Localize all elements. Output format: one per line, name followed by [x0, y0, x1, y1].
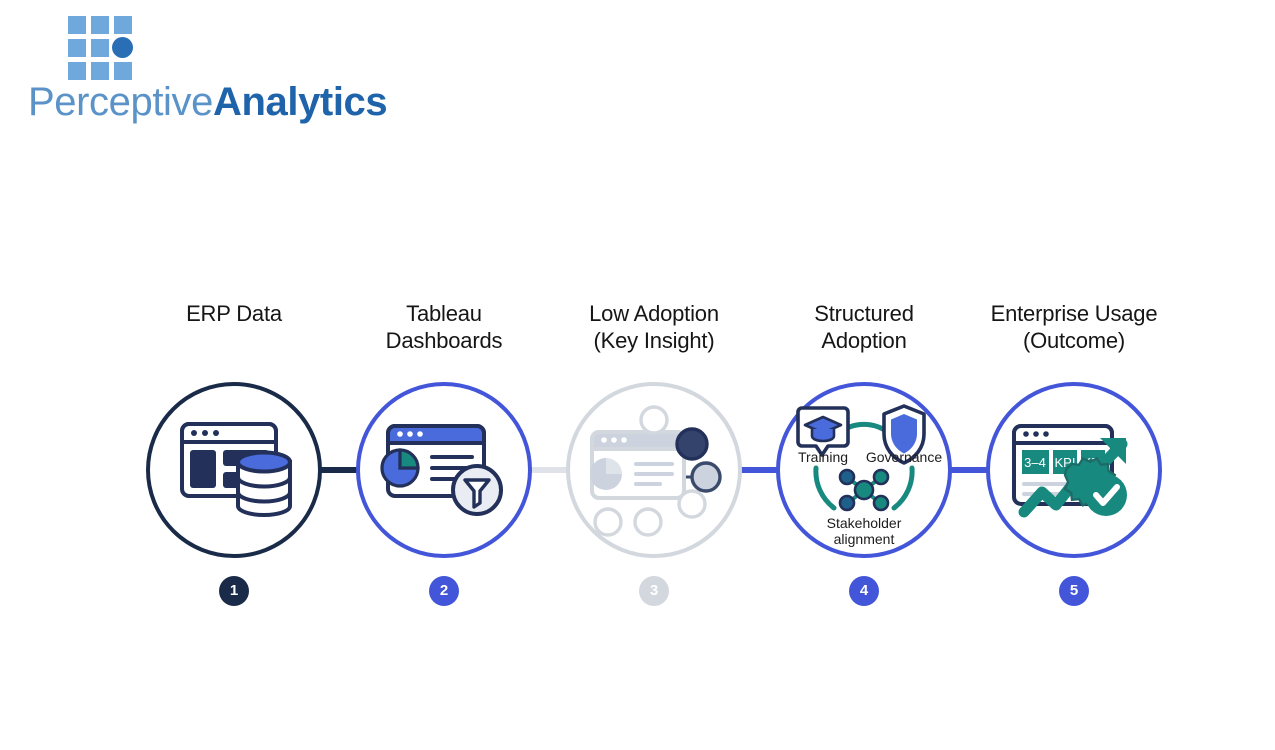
flow-step-3[interactable]: Low Adoption (Key Insight): [549, 300, 759, 606]
logo-dot: [112, 37, 133, 58]
stakeholder-label-line2: alignment: [834, 531, 895, 547]
logo-cell: [91, 16, 109, 34]
brand-wordmark: PerceptiveAnalytics: [28, 80, 388, 124]
step-2-badge: 2: [429, 576, 459, 606]
stakeholder-label-line1: Stakeholder: [827, 515, 902, 531]
step-5-badge: 5: [1059, 576, 1089, 606]
connector-4-5: [930, 467, 1010, 473]
brand-logo: PerceptiveAnalytics: [28, 14, 388, 124]
logo-cell: [91, 39, 109, 57]
connector-1-2: [300, 467, 380, 473]
logo-cell: [68, 39, 86, 57]
step-5-title: Enterprise Usage (Outcome): [990, 301, 1158, 353]
flow-step-1[interactable]: ERP Data 1: [129, 300, 339, 606]
flow-step-2[interactable]: Tableau Dashboards 2: [339, 300, 549, 606]
logo-cell: [68, 16, 86, 34]
flow-step-5[interactable]: Enterprise Usage (Outcome) 3–4 KPI KPI: [969, 300, 1179, 606]
low-adoption-users-icon: [590, 405, 722, 537]
brand-word-perceptive: Perceptive: [28, 80, 213, 124]
erp-database-dashboard-icon: [180, 422, 292, 517]
step-3-title: Low Adoption (Key Insight): [589, 301, 719, 353]
flow-step-4[interactable]: Structured Adoption Training Governance: [759, 300, 969, 606]
kpi-tile-1: 3–4: [1024, 455, 1046, 470]
dashboard-pie-filter-icon: [380, 424, 503, 516]
verified-check-badge-icon: [1063, 457, 1127, 516]
enterprise-kpi-outcome-icon: 3–4 KPI KPI: [1012, 424, 1128, 518]
governance-label: Governance: [866, 449, 942, 465]
step-3-badge: 3: [639, 576, 669, 606]
brand-word-analytics: Analytics: [213, 80, 388, 124]
graduation-cap-icon: [796, 406, 850, 457]
step-1-title: ERP Data: [186, 301, 282, 326]
logo-cell: [114, 16, 132, 34]
step-2-title: Tableau Dashboards: [385, 301, 503, 353]
logo-cell: [91, 62, 109, 80]
step-4-badge: 4: [849, 576, 879, 606]
step-4-title: Structured Adoption: [814, 301, 914, 353]
connector-3-4: [720, 467, 800, 473]
connector-2-3: [510, 467, 590, 473]
grid-dot-logo-icon: [68, 16, 133, 80]
step-1-badge: 1: [219, 576, 249, 606]
structured-adoption-icon: Training Governance: [796, 404, 942, 547]
training-label: Training: [798, 449, 848, 465]
shield-icon: [882, 404, 926, 465]
logo-cell: [68, 62, 86, 80]
logo-cell: [114, 62, 132, 80]
network-nodes-icon: [838, 468, 890, 512]
